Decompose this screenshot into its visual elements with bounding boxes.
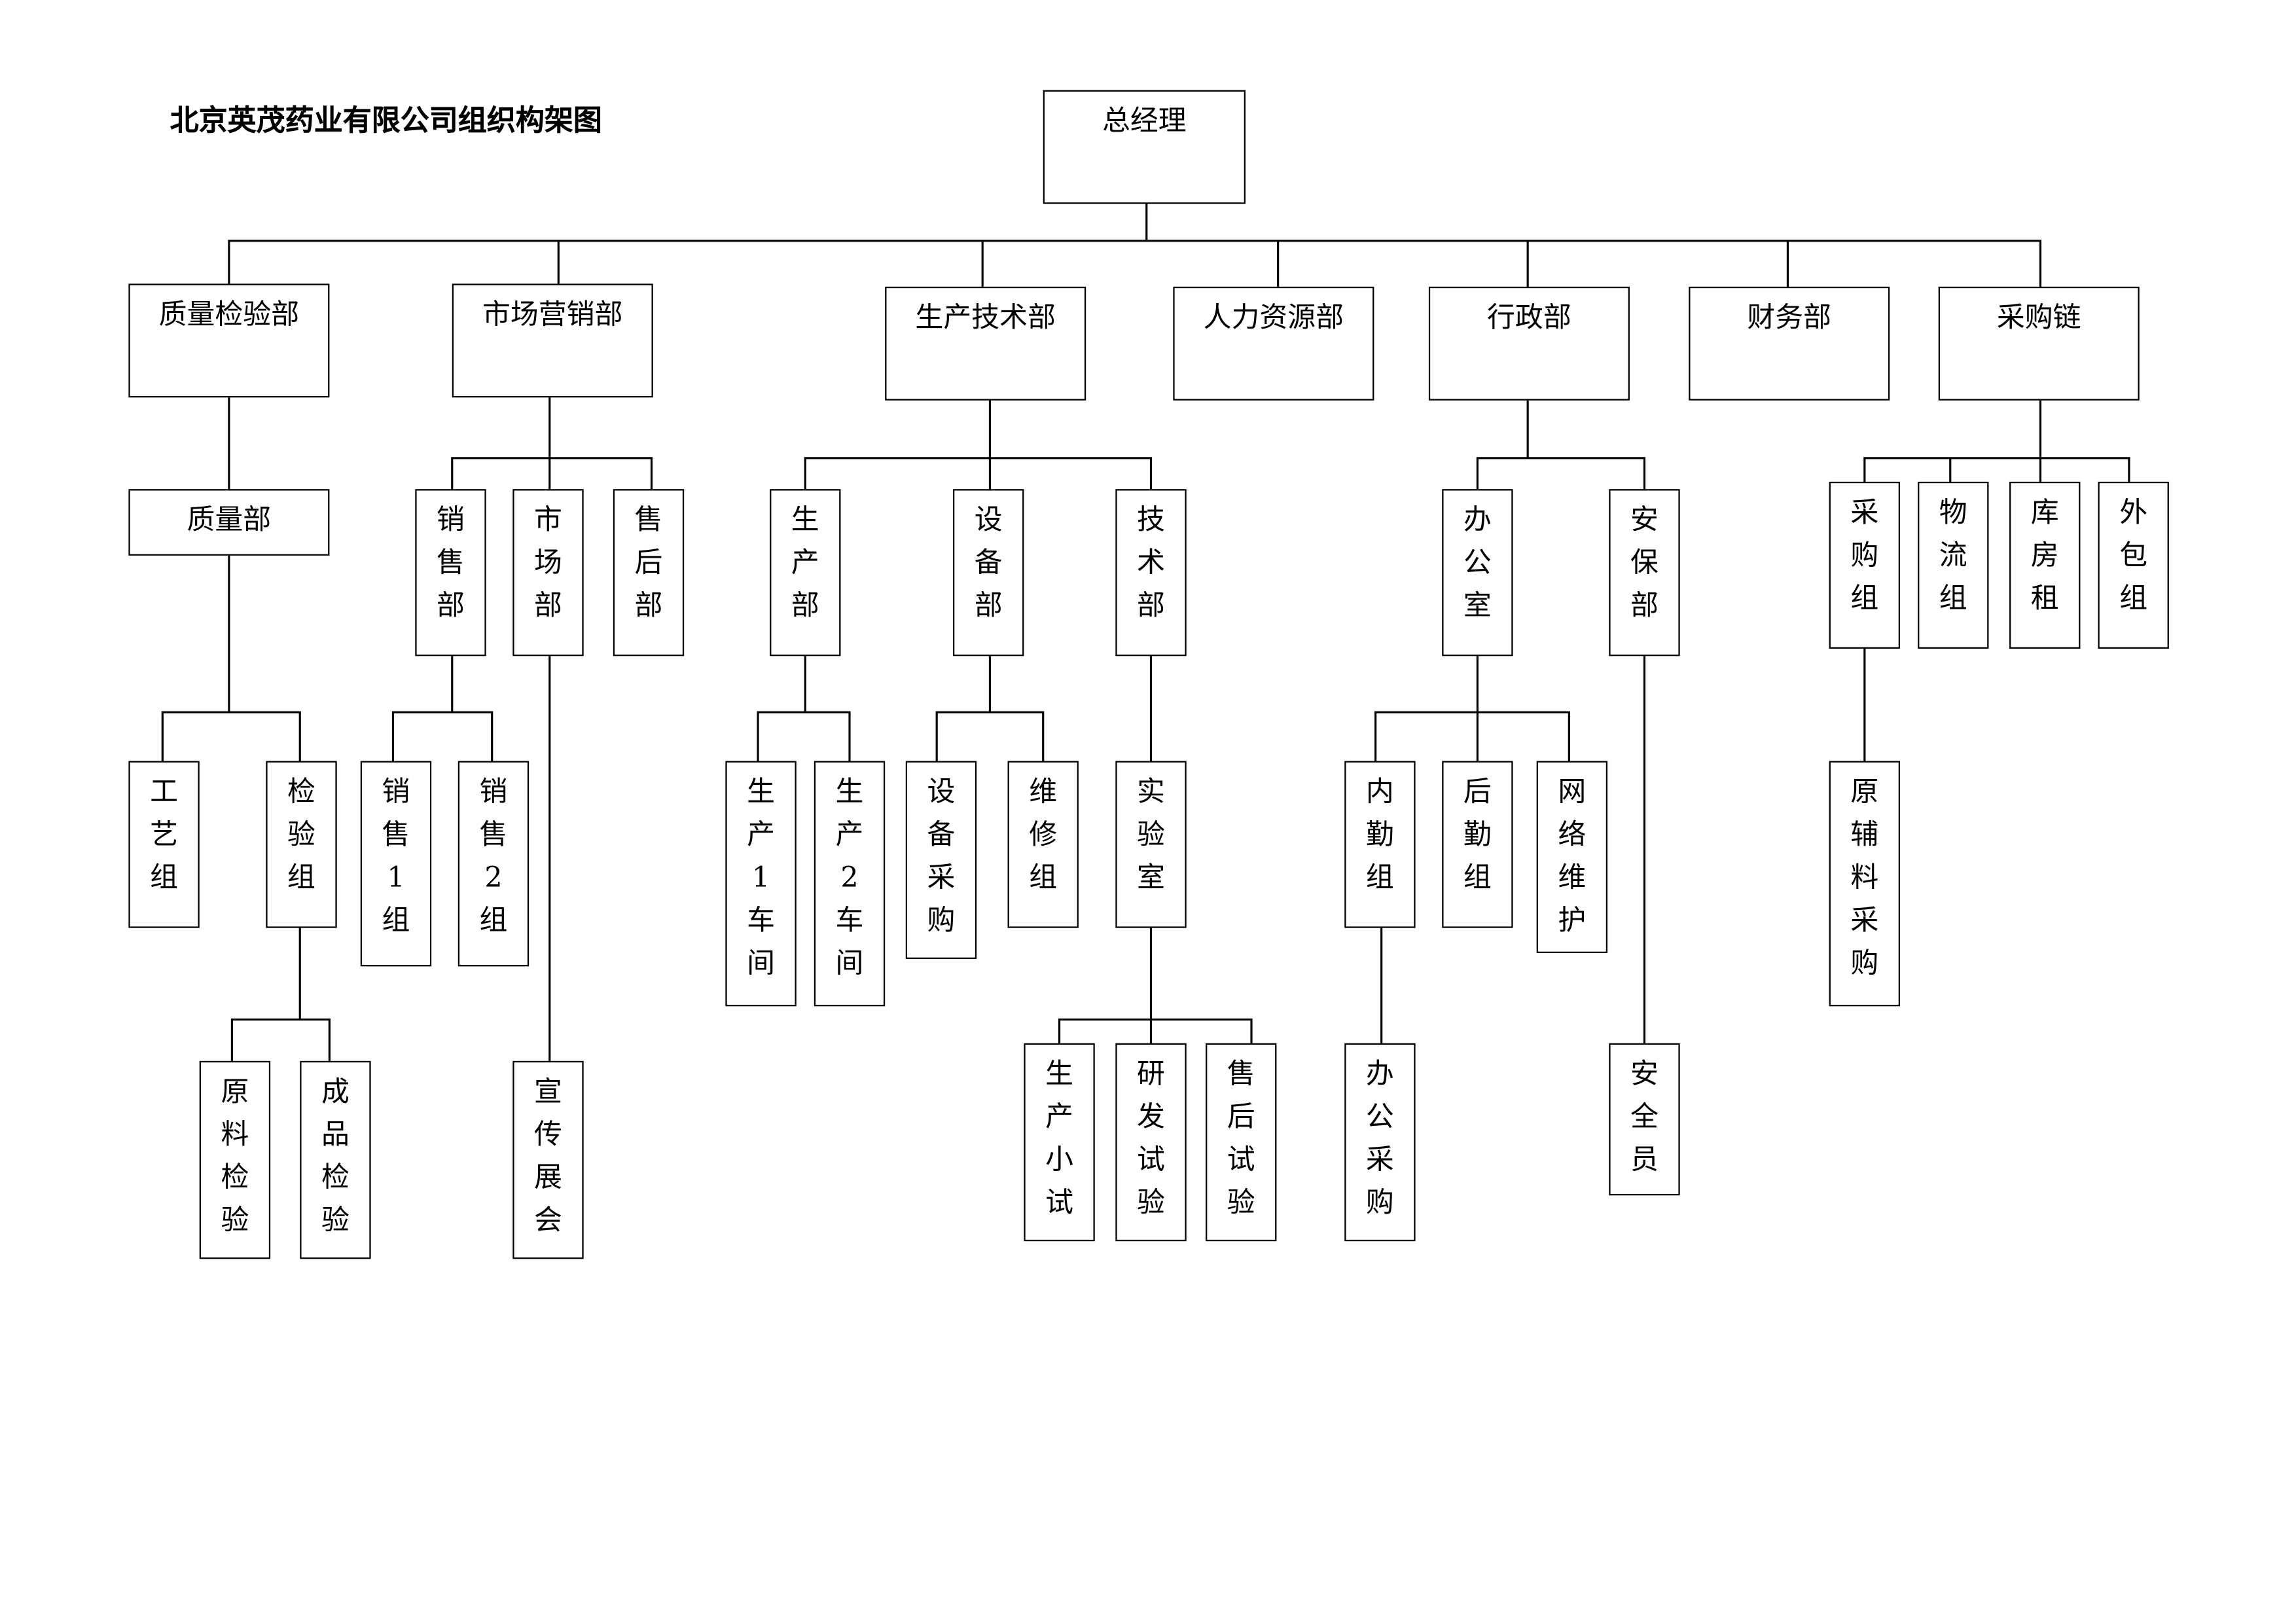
node-security-staff: 安全员 [1609,1043,1680,1196]
node-logistics-group: 物流组 [1918,481,1989,649]
node-label: 销售2组 [479,776,508,937]
node-label: 成品检验 [321,1075,350,1237]
node-label: 原料检验 [221,1075,249,1237]
node-equipment-purchasing: 设备采购 [905,761,977,960]
node-general-manager: 总经理 [1043,90,1246,204]
node-office-purchasing: 办公采购 [1344,1043,1416,1242]
node-sales-dept: 销售部 [415,489,486,657]
node-label: 维修组 [1029,776,1058,894]
node-label: 生产部 [791,503,819,623]
node-label: 后勤组 [1463,776,1492,894]
node-label: 网络维护 [1558,776,1587,937]
node-finance-dept: 财务部 [1689,286,1890,401]
node-procurement-chain: 采购链 [1938,286,2140,401]
node-label: 人力资源部 [1203,301,1344,334]
node-finished-product-inspection: 成品检验 [300,1060,371,1259]
node-security-dept: 安保部 [1609,489,1680,657]
node-label: 售后部 [634,503,663,623]
node-label: 市场部 [534,503,562,623]
node-promotion-exhibition: 宣传展会 [512,1060,584,1259]
node-label: 质量检验部 [158,298,300,331]
node-production-dept: 生产部 [770,489,841,657]
node-production-technology-dept: 生产技术部 [885,286,1086,401]
node-label: 设备采购 [927,776,956,937]
node-human-resources-dept: 人力资源部 [1173,286,1374,401]
node-label: 库房租 [2030,496,2059,615]
node-label: 办公室 [1463,503,1492,623]
node-label: 检验组 [287,776,315,894]
node-logistics-support-group: 后勤组 [1442,761,1513,928]
node-production-workshop-1: 生产1车间 [725,761,797,1007]
node-after-sales-trial: 售后试验 [1206,1043,1277,1242]
node-technology-dept: 技术部 [1115,489,1187,657]
node-label: 总经理 [1102,105,1187,137]
node-laboratory: 实验室 [1115,761,1187,928]
connector-production-branch [757,399,1253,1045]
node-market-dept: 市场部 [512,489,584,657]
node-label: 生产小试 [1045,1058,1074,1219]
node-label: 采购链 [1996,301,2081,334]
node-outsourcing-group: 外包组 [2098,481,2169,649]
node-label: 办公采购 [1365,1058,1394,1219]
node-label: 工艺组 [150,776,179,894]
node-maintenance-group: 维修组 [1007,761,1079,928]
node-process-group: 工艺组 [128,761,200,928]
node-label: 售后试验 [1227,1058,1255,1219]
node-label: 销售部 [437,503,465,623]
node-administration-dept: 行政部 [1428,286,1630,401]
node-label: 物流组 [1939,496,1967,615]
node-label: 宣传展会 [534,1075,562,1237]
node-equipment-dept: 设备部 [953,489,1024,657]
node-label: 技术部 [1137,503,1165,623]
connector-administration-branch [1374,399,1646,1045]
node-label: 安全员 [1630,1058,1659,1176]
connector-marketing-branch [391,396,653,1062]
node-label: 生产1车间 [747,776,776,980]
node-label: 外包组 [2119,496,2148,615]
org-chart-title: 北京英茂药业有限公司组织构架图 [170,103,602,137]
node-label: 安保部 [1630,503,1659,623]
node-label: 财务部 [1747,301,1832,334]
connector-quality-branch [161,396,331,1062]
node-sales-group-2: 销售2组 [457,761,529,967]
node-rd-trial: 研发试验 [1115,1043,1187,1242]
node-label: 内勤组 [1365,776,1394,894]
node-quality-inspection-dept: 质量检验部 [128,283,330,398]
node-after-sales-dept: 售后部 [613,489,685,657]
connector-root-bus [228,202,2042,288]
node-sales-group-1: 销售1组 [360,761,432,967]
node-label: 设备部 [974,503,1003,623]
node-label: 原辅料采购 [1850,776,1879,980]
node-quality-dept: 质量部 [128,489,330,556]
node-label: 质量部 [187,503,272,537]
node-raw-auxiliary-material-purchasing: 原辅料采购 [1829,761,1901,1007]
node-office: 办公室 [1442,489,1513,657]
node-label: 生产技术部 [915,301,1056,334]
node-label: 实验室 [1137,776,1165,894]
node-label: 采购组 [1850,496,1879,615]
connector-procurement-branch [1863,399,2130,763]
node-raw-material-inspection: 原料检验 [199,1060,271,1259]
node-pilot-production-trial: 生产小试 [1024,1043,1095,1242]
node-network-maintenance: 网络维护 [1536,761,1608,954]
node-label: 销售1组 [382,776,410,937]
node-purchasing-group: 采购组 [1829,481,1901,649]
node-label: 市场营销部 [482,298,623,331]
node-internal-affairs-group: 内勤组 [1344,761,1416,928]
node-label: 行政部 [1487,301,1571,334]
node-warehouse-rental: 库房租 [2009,481,2081,649]
node-marketing-sales-dept: 市场营销部 [452,283,653,398]
node-label: 生产2车间 [835,776,864,980]
node-label: 研发试验 [1137,1058,1165,1219]
node-production-workshop-2: 生产2车间 [814,761,886,1007]
node-inspection-group: 检验组 [266,761,337,928]
